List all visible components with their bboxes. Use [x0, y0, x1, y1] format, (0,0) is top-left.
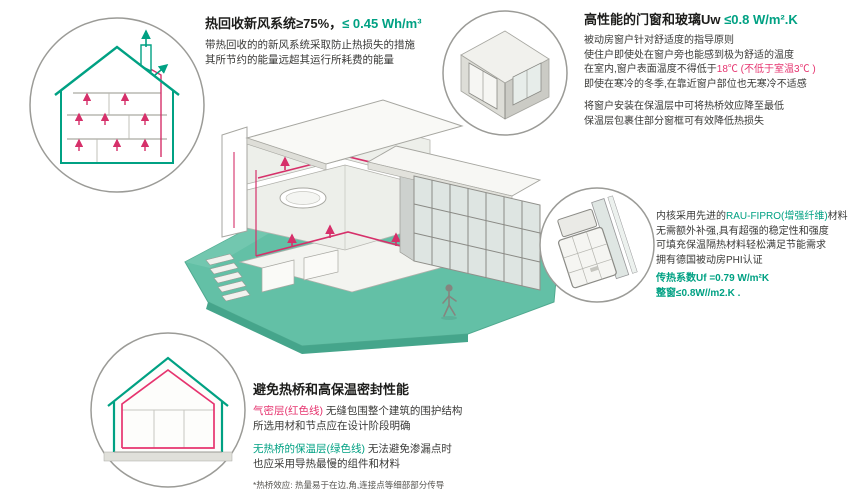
profile-line-1-material: RAU-FIPRO(增强纤维)	[726, 211, 828, 222]
profile-line-1-pre: 内核采用先进的	[656, 211, 726, 222]
thermal-title: 避免热桥和高保温密封性能	[253, 382, 410, 397]
hrv-section: 热回收新风系统≥75%，≤ 0.45 Wh/m³ 带热回收的的新风系统采取防止热…	[205, 16, 470, 68]
thermal-line-3: 无热桥的保温层(绿色线) 无法避免渗漏点时	[253, 442, 593, 457]
windows-title-value: ≤0.8 W/m².K	[724, 12, 798, 27]
thermal-footnote: *热桥效应: 热量易于在边,角,连接点等细部部分传导	[253, 480, 445, 490]
windows-line-2: 使住户即使处在窗户旁也能感到极为舒适的温度	[584, 49, 794, 61]
windows-title-text: 高性能的门窗和玻璃Uw	[584, 12, 725, 27]
frame-profile-inset-illustration	[539, 187, 655, 303]
thermal-line-3-text: 无法避免渗漏点时	[365, 443, 452, 455]
thermal-airtight-label: 气密层(红色线)	[253, 405, 323, 417]
glass-facade-block	[366, 145, 542, 291]
windows-section: 高性能的门窗和玻璃Uw ≤0.8 W/m².K 被动房窗户针对舒适度的指导原则 …	[584, 12, 862, 129]
profile-uw-value: 整窗≤0.8W//m2.K .	[656, 287, 741, 299]
flat-roof-plane	[245, 99, 464, 171]
profile-line-4: 拥有德国被动房PHI认证	[656, 254, 763, 266]
main-house-illustration	[184, 99, 559, 354]
person-figure	[441, 284, 457, 320]
hrv-title-value: ≤ 0.45 Wh/m³	[342, 16, 422, 31]
windows-line-4: 即使在寒冷的冬季,在靠近窗户部位也无寒冷不适感	[584, 78, 807, 90]
windows-line-1: 被动房窗户针对舒适度的指导原则	[584, 35, 734, 46]
room-partitions	[261, 249, 339, 293]
hrv-inset-illustration	[29, 17, 205, 193]
windows-line-5: 将窗户安装在保温层中可将热桥效应降至最低	[584, 101, 784, 112]
profile-line-1: 内核采用先进的RAU-FIPRO(增强纤维)材料	[656, 210, 862, 225]
profile-uf-value: 传热系数Uf =0.79 W/m²K	[656, 273, 770, 284]
window-corner-inset-illustration	[442, 10, 568, 136]
profile-line-1-post: 材料	[827, 211, 848, 222]
profile-line-2: 无需额外补强,具有超强的稳定性和强度	[656, 225, 829, 237]
hrv-line-2: 其所节约的能量远超其运行所耗费的能量	[205, 54, 394, 66]
thermal-line-4: 也应采用导热最慢的组件和材料	[253, 458, 400, 470]
thermal-section: 避免热桥和高保温密封性能 气密层(红色线) 无缝包围整个建筑的围护结构 所选用材…	[253, 382, 593, 492]
thermal-line-2: 所选用材和节点应在设计阶段明确	[253, 420, 411, 432]
garden-stairs	[205, 253, 251, 302]
thermal-line-1: 气密层(红色线) 无缝包围整个建筑的围护结构	[253, 404, 593, 419]
windows-line-6: 保温层包裹住部分窗框可有效降低热损失	[584, 115, 764, 127]
bathtub	[279, 187, 327, 209]
profile-section: 内核采用先进的RAU-FIPRO(增强纤维)材料 无需额外补强,具有超强的稳定性…	[656, 210, 862, 301]
hrv-line-1: 带热回收的的新风系统采取防止热损失的措施	[205, 39, 415, 51]
thermal-line-1-text: 无缝包围整个建筑的围护结构	[323, 405, 463, 417]
windows-line-3: 在室内,窗户表面温度不得低于18℃ (不低于室温3℃ )	[584, 63, 862, 78]
profile-line-3: 可填充保温隔热材料轻松满足节能需求	[656, 240, 826, 251]
windows-line-3-text: 在室内,窗户表面温度不得低于	[584, 64, 717, 75]
section-cut-wall	[221, 126, 248, 238]
thermal-insulation-label: 无热桥的保温层(绿色线)	[253, 443, 365, 455]
hrv-title: 热回收新风系统≥75%，≤ 0.45 Wh/m³	[205, 16, 470, 32]
windows-line-3-value: 18℃ (不低于室温3℃ )	[716, 64, 816, 75]
thermal-inset-illustration	[90, 332, 246, 488]
hrv-title-text: 热回收新风系统≥75%，	[205, 16, 343, 31]
windows-title: 高性能的门窗和玻璃Uw ≤0.8 W/m².K	[584, 12, 862, 28]
